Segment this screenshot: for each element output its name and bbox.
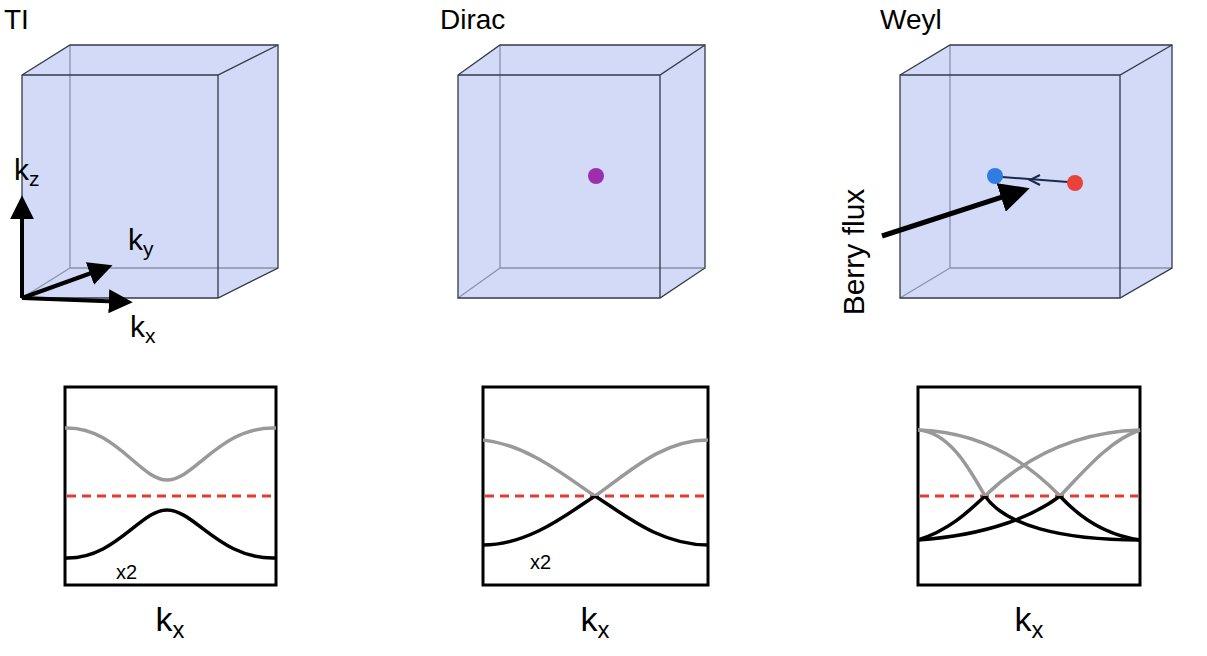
axis-label: kz bbox=[14, 155, 40, 189]
band-curves bbox=[65, 428, 1140, 558]
panel-title: TI bbox=[4, 6, 29, 34]
multiplicity-label: x2 bbox=[530, 552, 551, 572]
leader-arrow bbox=[882, 190, 1024, 236]
multiplicity-label: x2 bbox=[116, 562, 137, 582]
axis-label: ky bbox=[128, 225, 154, 259]
band-panel bbox=[65, 387, 1140, 585]
axis-label: kx bbox=[1015, 602, 1044, 642]
axis-label: kx bbox=[581, 602, 610, 642]
brillouin-cube bbox=[900, 45, 1172, 298]
brillouin-cube bbox=[22, 45, 278, 298]
panel-title: Weyl bbox=[880, 6, 942, 34]
weyl-node bbox=[987, 168, 1003, 184]
panel-title: Dirac bbox=[440, 6, 505, 34]
brillouin-cube bbox=[458, 45, 705, 298]
axis-label: kx bbox=[130, 312, 156, 346]
k-axes bbox=[22, 200, 128, 302]
fermi-level bbox=[67, 495, 1138, 498]
callout-label: Berry flux bbox=[839, 189, 869, 316]
flux-arrowhead bbox=[1030, 175, 1040, 185]
weyl-node bbox=[1067, 175, 1083, 191]
dirac-node bbox=[588, 168, 604, 184]
axis-label: kx bbox=[156, 602, 185, 642]
